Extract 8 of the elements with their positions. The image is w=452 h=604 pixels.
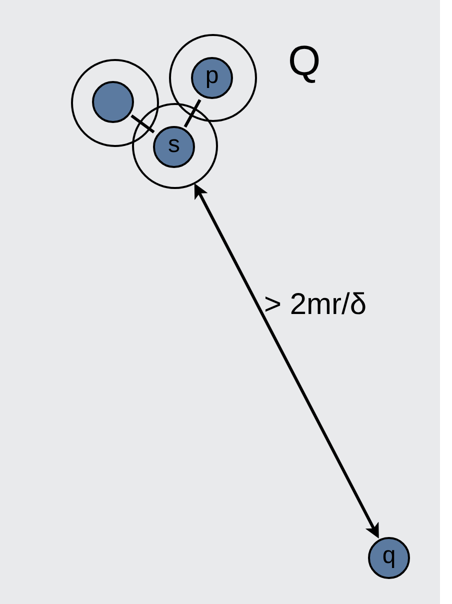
range-ring	[169, 34, 257, 122]
range-ring	[132, 103, 218, 189]
set-label: Q	[288, 40, 321, 82]
link-line	[130, 114, 155, 134]
link-line	[184, 99, 202, 128]
range-ring	[71, 59, 159, 147]
edge-label: > 2mr/δ	[264, 287, 367, 323]
double-arrow	[194, 183, 379, 538]
